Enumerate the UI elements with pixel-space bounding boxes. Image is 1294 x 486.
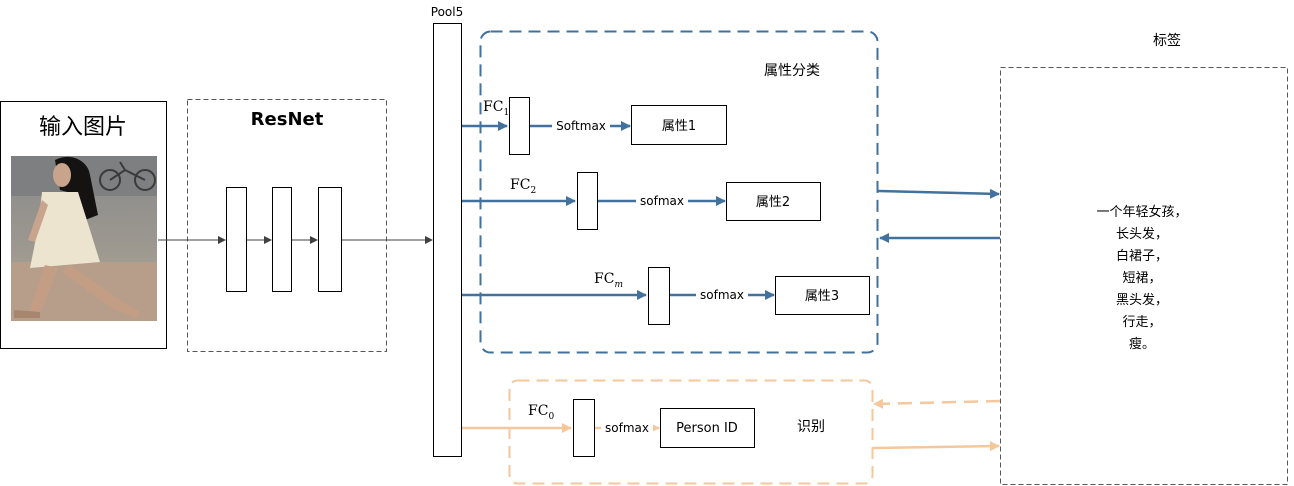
labels-text: 一个年轻女孩， 长头发， 白裙子， 短裙， 黑头发， 行走， 瘦。 (1096, 204, 1187, 352)
label-line-5: 黑头发， (1116, 292, 1168, 308)
label-line-4: 短裙， (1122, 271, 1161, 286)
label-line-2: 长头发， (1116, 226, 1168, 242)
branch2-fc: FC2 (510, 177, 536, 196)
label-line-7: 瘦。 (1129, 336, 1155, 352)
branch1-fc: FC1 (483, 99, 509, 118)
branch2-output-label: 属性2 (756, 195, 790, 210)
resnet-block-2 (272, 187, 292, 292)
resnet-block-3 (318, 187, 342, 292)
identification-group-box (508, 379, 874, 485)
branch3-fc-block (648, 267, 670, 325)
branch2-fc-block (577, 172, 598, 230)
identification-title: 识别 (797, 419, 825, 435)
person-id-box (660, 408, 755, 448)
branch3-output-box (775, 276, 870, 315)
person-id-label: Person ID (676, 421, 738, 436)
id-fc: FC0 (528, 403, 554, 422)
pedestrian-photo (11, 156, 157, 321)
branch3-output-label: 属性3 (805, 289, 839, 304)
branch3-softmax-label: sofmax (700, 288, 744, 302)
branch1-softmax-label: Softmax (556, 119, 606, 133)
id-to-labels-arrow (872, 441, 1000, 452)
labels-to-id-arrow (873, 398, 1001, 409)
input-image-title: 输入图片 (39, 115, 127, 140)
branch1-output-label: 属性1 (662, 119, 696, 134)
branch2-softmax-label: sofmax (640, 194, 684, 208)
branch2-output-box (726, 182, 821, 221)
label-line-1: 一个年轻女孩， (1096, 204, 1187, 220)
label-line-6: 行走， (1122, 315, 1161, 330)
branch1-output-box (631, 105, 727, 145)
labels-box (1000, 67, 1288, 485)
branch3-fc: FCm (594, 271, 623, 290)
id-softmax-label: sofmax (605, 421, 649, 435)
resnet-box (187, 99, 387, 352)
pool5-bar (433, 23, 462, 457)
attribute-group-title: 属性分类 (764, 63, 820, 79)
resnet-title: ResNet (251, 109, 324, 130)
label-line-3: 白裙子， (1116, 248, 1168, 264)
pool5-label: Pool5 (431, 5, 463, 19)
attr-to-labels-arrow (877, 188, 1000, 199)
resnet-block-1 (226, 187, 247, 292)
id-fc-block (573, 399, 595, 457)
attribute-group-box (479, 30, 879, 354)
labels-title: 标签 (1153, 32, 1181, 49)
branch1-fc-block (509, 97, 530, 155)
